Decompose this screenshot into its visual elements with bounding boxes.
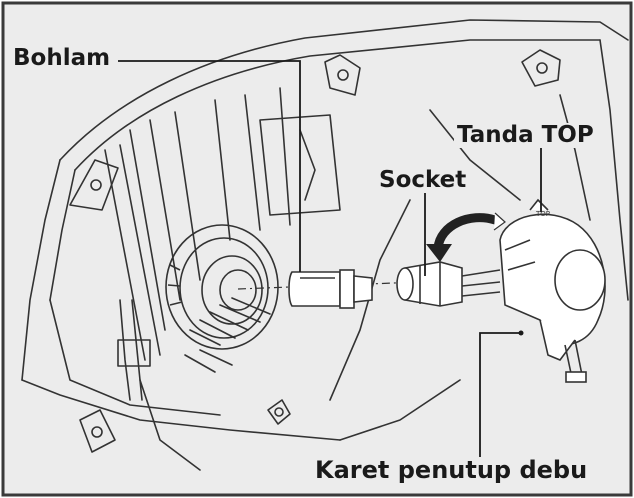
leader-line-bulb [118,60,301,272]
leader-line-dust-cover [479,332,521,458]
bulb-shape [288,269,373,309]
callout-top-mark: Tanda TOP [454,123,597,148]
leader-dot-dust-cover [518,330,524,336]
callout-socket: Socket [376,168,470,193]
top-stamp-text: TOP [535,210,550,218]
headlight-housing [21,19,629,471]
callout-bulb: Bohlam [13,45,111,71]
callout-dust-cover: Karet penutup debu [312,457,591,483]
rotation-arrow-icon [426,212,506,262]
dust-cover-shape [499,198,606,383]
leader-lines [118,60,542,458]
